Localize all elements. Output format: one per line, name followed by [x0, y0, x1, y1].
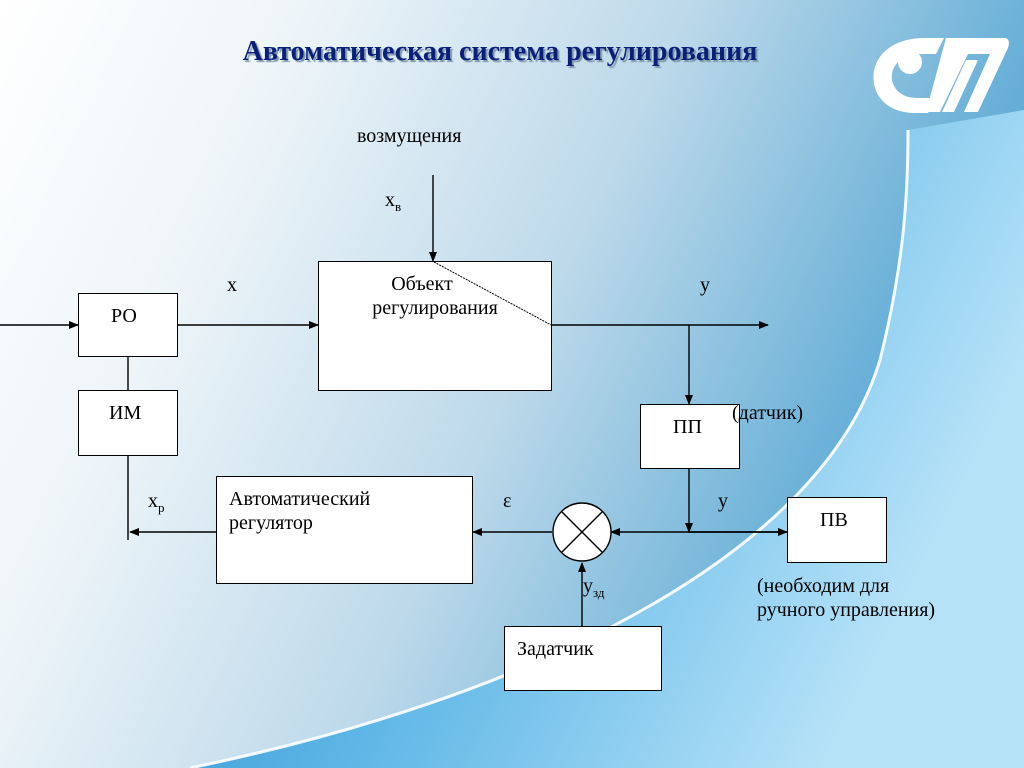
label-xp: xр	[148, 489, 165, 520]
block-ro-label: РО	[111, 305, 137, 327]
signal-lines	[0, 175, 788, 626]
block-object: Объект регулирования	[318, 261, 552, 391]
label-yzd: yзд	[583, 574, 605, 605]
label-manual-note-line2: ручного управления)	[757, 599, 936, 621]
block-object-line2: регулирования	[372, 297, 498, 319]
slide-title: Автоматическая система регулирования	[242, 36, 758, 67]
label-x: x	[227, 274, 237, 296]
label-sensor-note: (датчик)	[732, 402, 804, 424]
label-yzd-main: y	[583, 575, 593, 597]
block-pv: ПВ	[787, 497, 887, 563]
block-pv-label: ПВ	[820, 509, 848, 531]
comparator-symbol	[552, 502, 612, 562]
university-logo-icon	[873, 38, 1009, 113]
block-setpoint-label: Задатчик	[517, 638, 594, 660]
label-xv-sub: в	[395, 199, 402, 214]
object-diagonal	[433, 262, 551, 326]
label-yzd-sub: зд	[593, 585, 605, 600]
block-pp-label: ПП	[673, 416, 702, 438]
block-pp: ПП	[640, 404, 740, 469]
label-disturbance: возмущения	[357, 125, 462, 147]
block-ro: РО	[78, 293, 178, 357]
background-swoosh	[190, 110, 1024, 768]
label-y-top: y	[700, 274, 710, 296]
label-manual-note: (необходим для ручного управления)	[757, 574, 935, 622]
label-xv-main: x	[385, 189, 395, 211]
block-setpoint: Задатчик	[504, 626, 662, 691]
label-manual-note-line1: (необходим для	[757, 575, 890, 597]
block-im: ИМ	[78, 390, 178, 456]
label-epsilon: ε	[503, 490, 512, 512]
block-regulator-line2: регулятор	[229, 512, 313, 534]
block-regulator-line1: Автоматический	[229, 488, 371, 510]
block-im-label: ИМ	[109, 402, 142, 424]
label-xp-main: x	[148, 490, 158, 512]
label-xv: xв	[385, 188, 401, 219]
block-object-line1: Объект	[391, 273, 453, 295]
label-xp-sub: р	[158, 500, 165, 515]
block-regulator: Автоматический регулятор	[216, 476, 473, 584]
label-y-right: y	[718, 490, 728, 512]
background-swoosh-edge	[189, 129, 910, 768]
